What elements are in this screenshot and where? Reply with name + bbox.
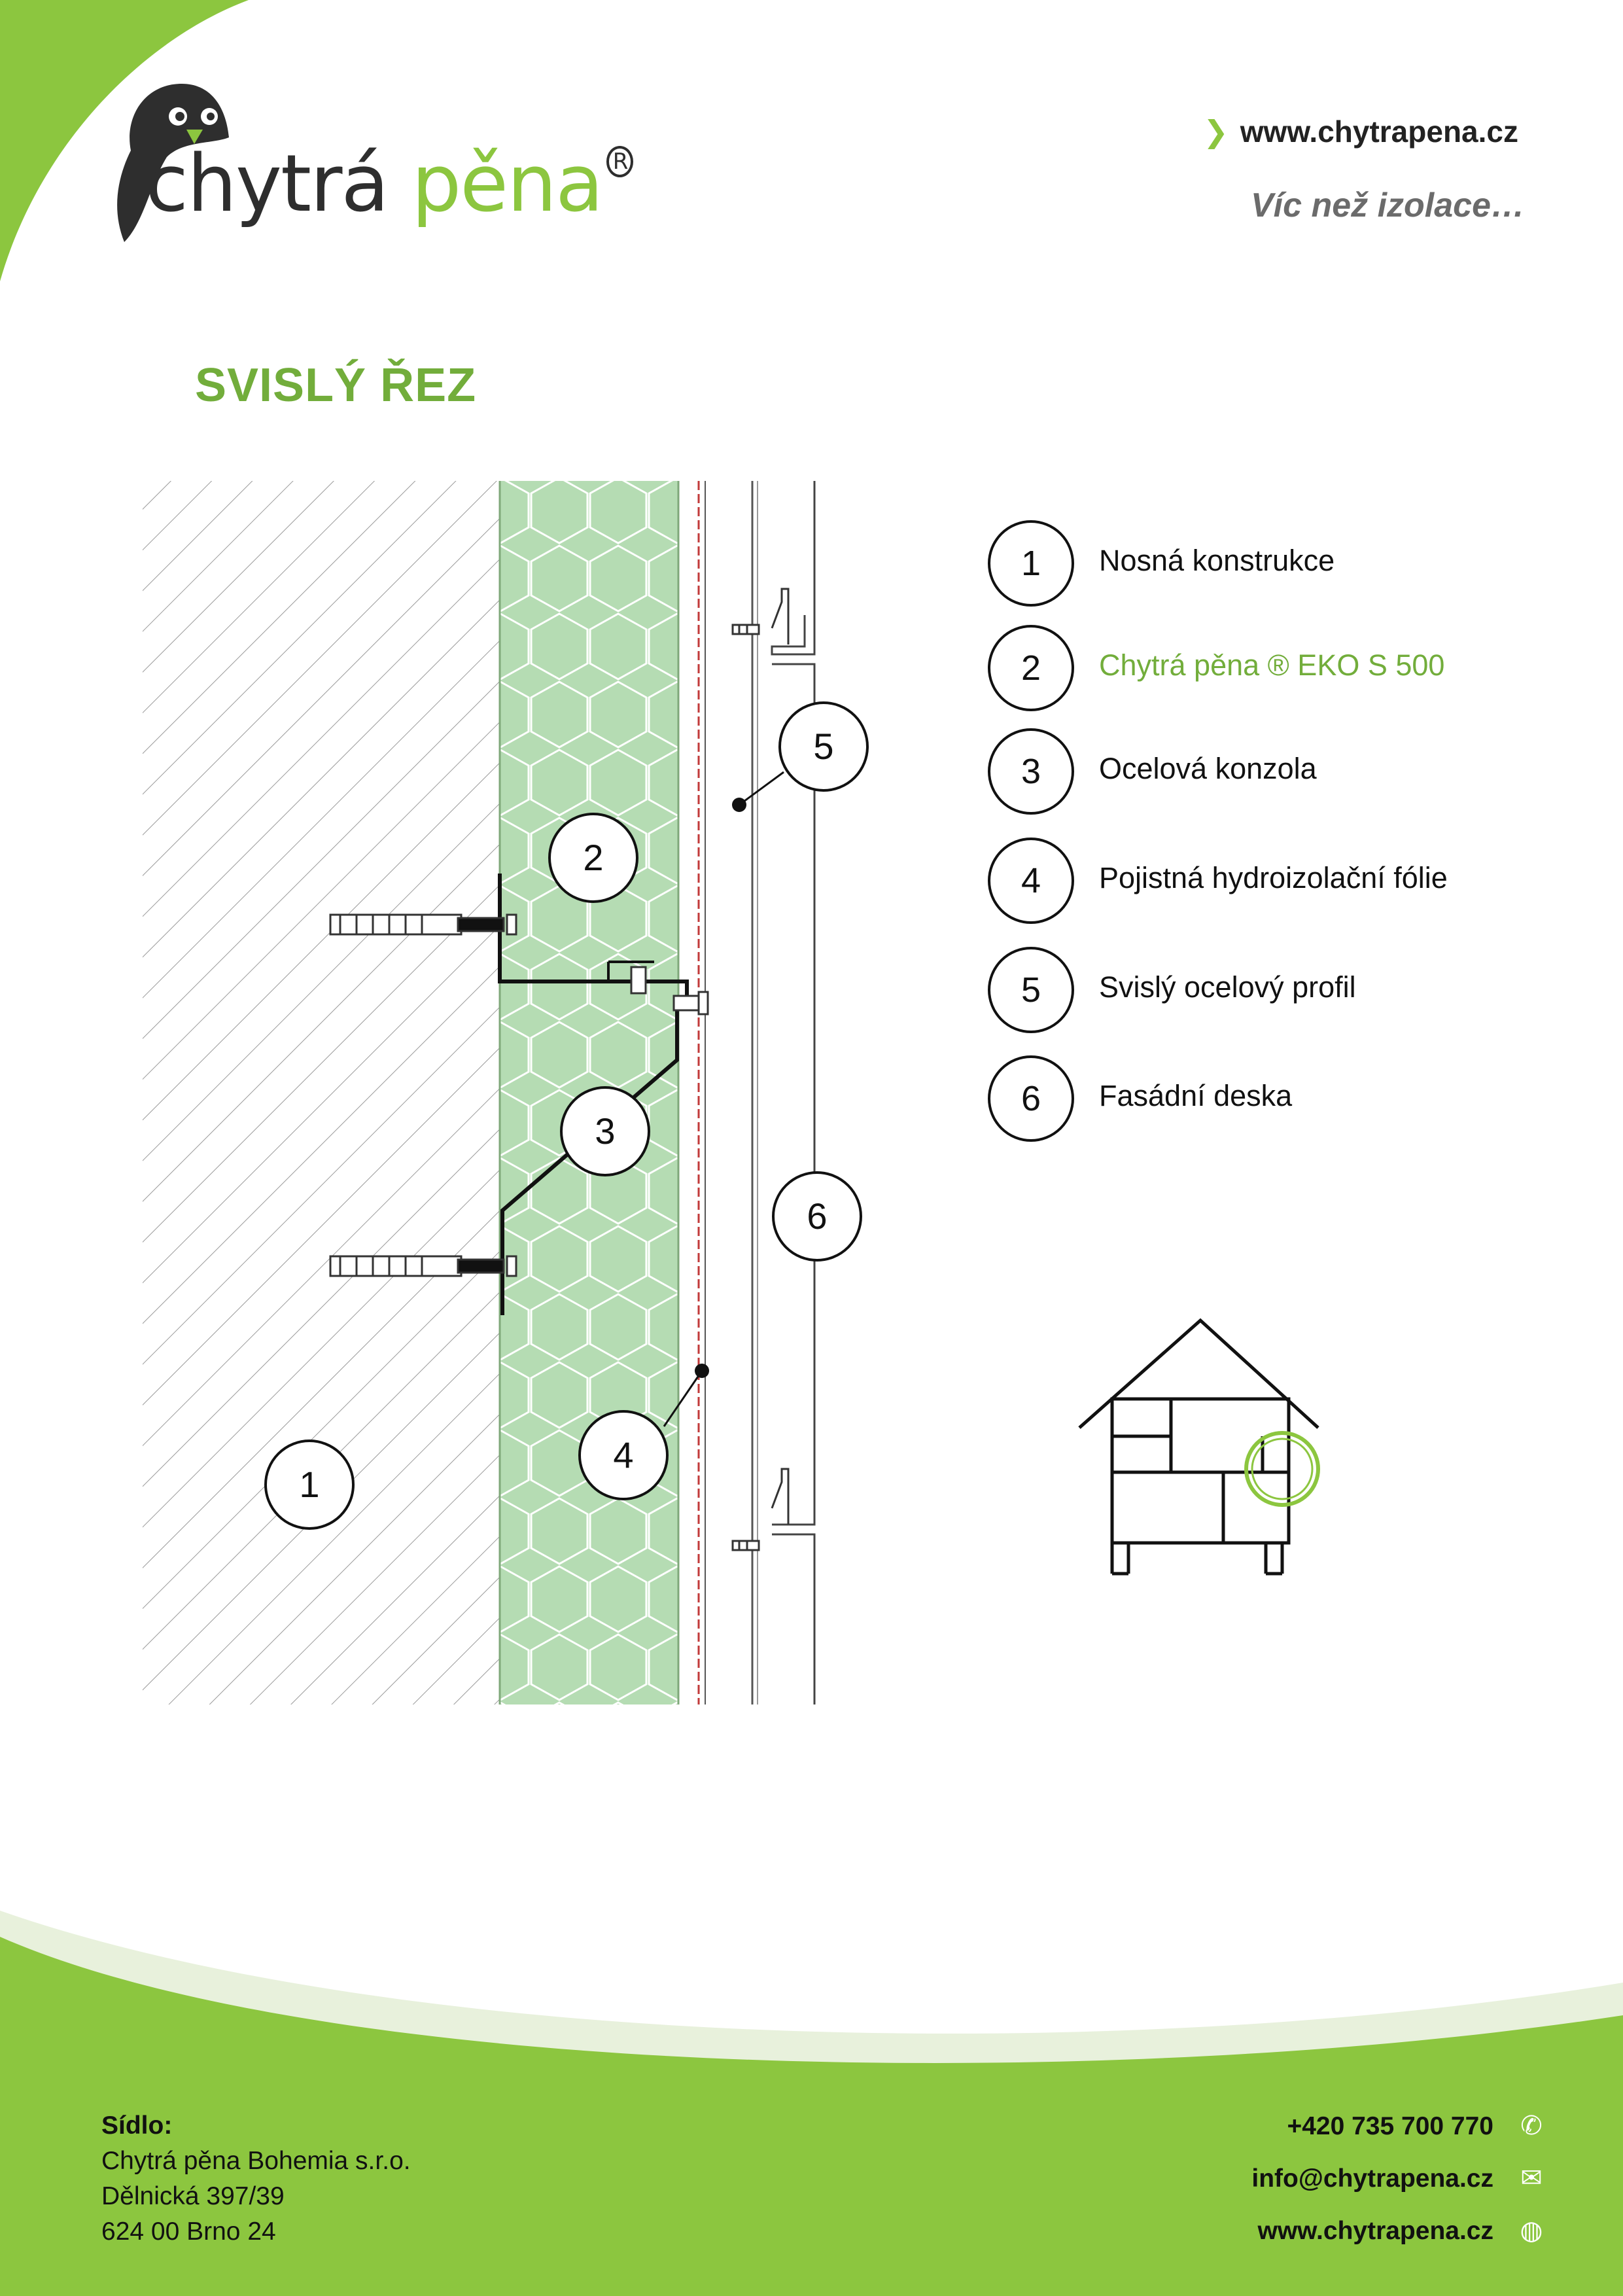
legend-label: Chytrá pěna ® EKO S 500 <box>1099 648 1445 682</box>
callout-2: 2 <box>548 813 638 903</box>
registered-mark: R <box>606 146 634 177</box>
facade-panel-middle <box>772 663 816 1526</box>
legend-number: 5 <box>988 947 1074 1033</box>
facade-panel-lower <box>772 1533 816 1704</box>
legend-number: 4 <box>988 838 1074 924</box>
legend-number: 1 <box>988 520 1074 607</box>
footer-contacts: +420 735 700 770 ✆ info@chytrapena.cz ✉ ww… <box>1251 2108 1551 2265</box>
penguin-icon <box>117 84 229 242</box>
seat-heading: Sídlo: <box>101 2111 173 2140</box>
leader-5 <box>739 771 784 806</box>
chevron-right-icon: ❯ <box>1203 115 1229 149</box>
logo-word-green: pěna <box>411 139 604 230</box>
callout-3: 3 <box>560 1086 650 1176</box>
legend-number: 6 <box>988 1055 1074 1142</box>
legend-label: Pojistná hydroizolační fólie <box>1099 861 1448 894</box>
house-locator-icon <box>1078 1318 1320 1576</box>
globe-icon: ◍ <box>1520 2216 1543 2245</box>
wall-anchor-upper <box>329 913 517 936</box>
header-website[interactable]: ❯ www.chytrapena.cz <box>1203 114 1518 149</box>
city: 624 00 Brno 24 <box>101 2217 276 2246</box>
callout-4: 4 <box>578 1410 669 1500</box>
legend-label: Ocelová konzola <box>1099 752 1317 785</box>
web-text: www.chytrapena.cz <box>1257 2217 1493 2245</box>
slogan: Víc než izolace… <box>1250 186 1525 224</box>
footer-address: Sídlo: Chytrá pěna Bohemia s.r.o. Dělnic… <box>101 2108 411 2250</box>
wall-anchor-lower <box>329 1255 517 1277</box>
callout-6: 6 <box>772 1171 862 1262</box>
street: Dělnická 397/39 <box>101 2182 285 2210</box>
legend-label: Svislý ocelový profil <box>1099 970 1356 1004</box>
corner-swoosh <box>0 0 249 281</box>
bracket-bolts <box>630 966 709 1016</box>
contact-web[interactable]: www.chytrapena.cz ◍ <box>1251 2213 1551 2265</box>
legend-number: 3 <box>988 728 1074 815</box>
email-text: info@chytrapena.cz <box>1251 2164 1493 2193</box>
contact-email[interactable]: info@chytrapena.cz ✉ <box>1251 2161 1551 2213</box>
logo-word-dark: chytrá <box>145 139 412 230</box>
footer-wave <box>0 1937 1623 2296</box>
upper-clip <box>731 588 790 645</box>
contact-phone[interactable]: +420 735 700 770 ✆ <box>1251 2108 1551 2161</box>
legend-label: Fasádní deska <box>1099 1079 1293 1112</box>
callout-1: 1 <box>264 1439 355 1530</box>
facade-panel-upper <box>771 481 816 656</box>
legend-label: Nosná konstrukce <box>1099 544 1335 577</box>
lower-clip <box>731 1468 790 1551</box>
leader-4 <box>663 1370 703 1427</box>
header-website-text: www.chytrapena.cz <box>1240 115 1518 149</box>
phone-icon: ✆ <box>1520 2111 1543 2140</box>
phone-text: +420 735 700 770 <box>1287 2112 1493 2140</box>
callout-5: 5 <box>778 701 869 792</box>
envelope-icon: ✉ <box>1520 2164 1543 2193</box>
company-name: Chytrá pěna Bohemia s.r.o. <box>101 2147 411 2175</box>
page-title: SVISLÝ ŘEZ <box>195 359 477 412</box>
legend-number: 2 <box>988 625 1074 711</box>
